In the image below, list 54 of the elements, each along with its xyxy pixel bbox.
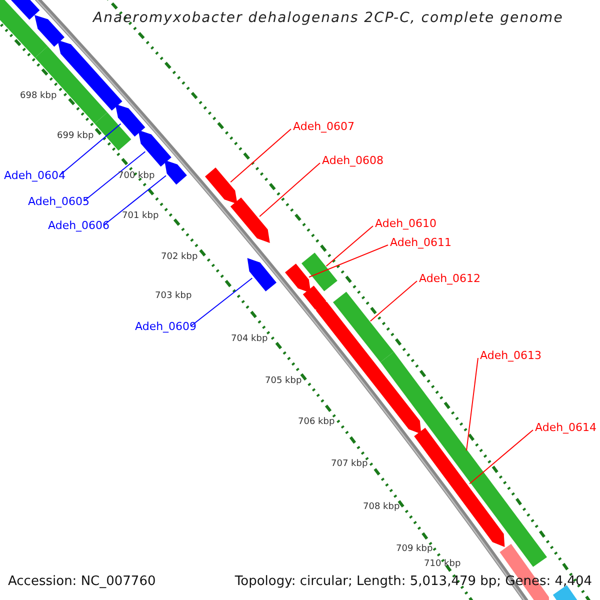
- leader-line: [259, 162, 320, 217]
- gene-block: [316, 302, 422, 434]
- gene-label: Adeh_0611: [390, 237, 452, 248]
- genome-summary-note: Topology: circular; Length: 5,013,479 bp; Genes: 4,404: [234, 575, 592, 588]
- gene-block: [247, 258, 276, 292]
- gene-block: [230, 198, 270, 243]
- leader-line: [104, 175, 166, 226]
- gene-label: Adeh_0607: [293, 121, 355, 132]
- diagram-title: Anaeromyxobacter dehalogenans 2CP-C, complete genome: [93, 11, 564, 25]
- scale-label: 710 kbp: [424, 560, 461, 569]
- leader-line: [466, 358, 478, 452]
- leader-line: [190, 278, 253, 326]
- scale-label: 703 kbp: [155, 292, 192, 301]
- gene-block: [58, 40, 122, 111]
- gene-label: Adeh_0610: [375, 218, 437, 229]
- accession-note: Accession: NC_007760: [8, 575, 156, 588]
- gene-label: Adeh_0614: [535, 422, 597, 433]
- scale-label: 704 kbp: [231, 335, 268, 344]
- leader-line: [370, 280, 418, 322]
- scale-label: 705 kbp: [265, 377, 302, 386]
- gene-block: [205, 168, 238, 204]
- gene-label: Adeh_0604: [4, 170, 66, 181]
- leader-line: [326, 226, 374, 267]
- gene-block: [500, 544, 550, 600]
- gene-band: [302, 252, 338, 292]
- scale-label: 699 kbp: [57, 132, 94, 141]
- scale-label: 709 kbp: [396, 545, 433, 554]
- scale-label: 698 kbp: [20, 92, 57, 101]
- scale-label: 701 kbp: [122, 212, 159, 221]
- gene-label: Adeh_0608: [322, 155, 384, 166]
- gene-block: [34, 15, 64, 47]
- gene-label: Adeh_0606: [48, 220, 110, 231]
- gene-label: Adeh_0609: [135, 321, 197, 332]
- leader-line: [469, 430, 534, 484]
- scale-label: 700 kbp: [118, 172, 155, 181]
- gene-block: [164, 160, 187, 185]
- scale-label: 708 kbp: [363, 503, 400, 512]
- gene-label: Adeh_0613: [480, 350, 542, 361]
- gene-block: [138, 130, 172, 167]
- gene-label: Adeh_0612: [419, 273, 481, 284]
- gene-band: [35, 46, 108, 124]
- scale-label: 707 kbp: [331, 460, 368, 469]
- scale-label: 702 kbp: [161, 253, 198, 262]
- scale-label: 706 kbp: [298, 418, 335, 427]
- leader-line: [84, 151, 146, 202]
- leader-line: [308, 244, 388, 278]
- gene-block: [285, 264, 311, 293]
- gene-block: [115, 104, 146, 137]
- gene-band: [94, 112, 132, 151]
- leader-line: [60, 123, 122, 176]
- gene-band: [333, 292, 394, 362]
- gene-band: [0, 0, 48, 58]
- leader-line: [230, 128, 292, 183]
- gene-label: Adeh_0605: [28, 196, 90, 207]
